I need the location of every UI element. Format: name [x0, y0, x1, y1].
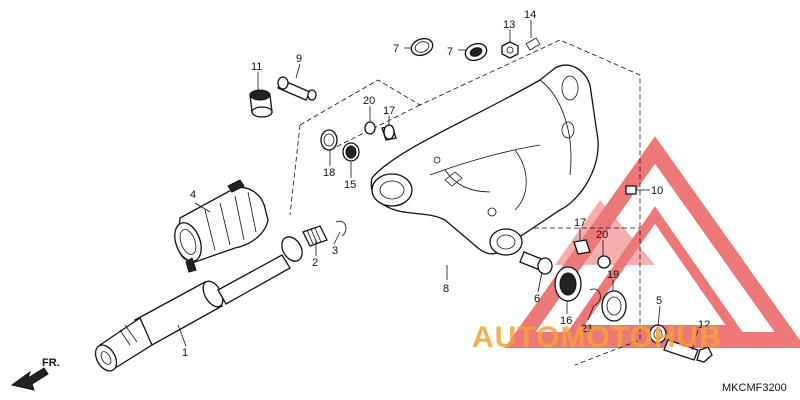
callout-19: 19 — [607, 269, 619, 281]
upper-bearing-set — [320, 121, 397, 162]
lower-bearing-set — [519, 185, 713, 363]
front-arrow-icon — [10, 367, 49, 391]
dust-cap-left — [410, 37, 434, 57]
callout-3: 3 — [332, 245, 338, 257]
washer — [525, 37, 541, 51]
joint-boot — [174, 179, 269, 273]
callout-2: 2 — [312, 257, 318, 269]
pivot-adjuster — [249, 89, 273, 118]
callout-10: 10 — [651, 185, 663, 197]
callout-7b: 7 — [447, 46, 453, 58]
direction-indicator: FR. — [10, 357, 60, 391]
callout-1: 1 — [182, 347, 188, 359]
callout-17b: 17 — [574, 217, 586, 229]
callout-8: 8 — [443, 283, 449, 295]
callout-20b: 20 — [596, 229, 608, 241]
callout-21: 21 — [581, 323, 593, 335]
drive-shaft — [94, 236, 303, 372]
callout-5: 5 — [656, 295, 662, 307]
dust-cap-right — [464, 42, 488, 62]
callout-15: 15 — [344, 179, 356, 191]
nut — [501, 41, 519, 59]
callout-9: 9 — [296, 53, 302, 65]
circlip — [335, 220, 347, 237]
callout-labels: 1 2 3 4 5 6 7 7 8 9 10 11 12 13 14 15 16… — [182, 9, 710, 359]
callout-4: 4 — [190, 189, 196, 201]
swingarm-body — [370, 64, 599, 256]
callout-18: 18 — [323, 167, 335, 179]
callout-6: 6 — [534, 293, 540, 305]
callout-12: 12 — [698, 319, 710, 331]
callout-11: 11 — [251, 61, 262, 73]
direction-label: FR. — [42, 357, 60, 369]
callout-7a: 7 — [393, 43, 399, 55]
callout-20a: 20 — [363, 95, 375, 107]
leader-lines — [177, 20, 699, 351]
callout-17a: 17 — [383, 105, 395, 117]
pivot-bolt — [277, 76, 317, 101]
callout-13: 13 — [503, 19, 515, 31]
watermark-text: AUTOMOTOHUB — [472, 321, 722, 354]
diagram-code: MKCMF3200 — [722, 382, 787, 394]
callout-16: 16 — [560, 315, 572, 327]
spring — [302, 225, 328, 247]
callout-14: 14 — [524, 9, 536, 21]
